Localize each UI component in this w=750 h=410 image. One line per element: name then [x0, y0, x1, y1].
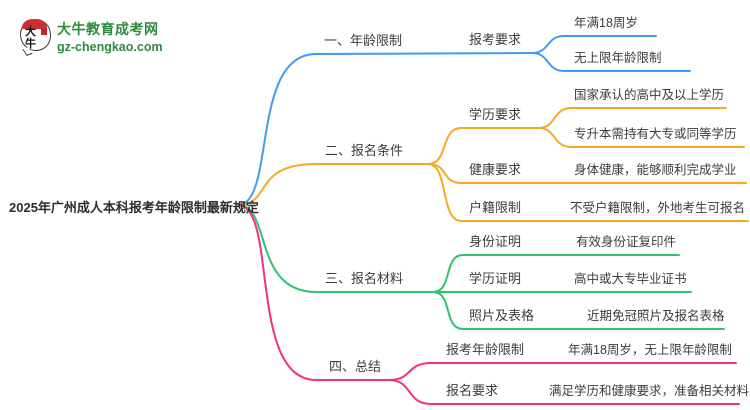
connector-summary-age	[388, 362, 737, 381]
connector-education-requirement	[427, 127, 540, 165]
leaf-college-diploma-required: 专升本需持有大专或同等学历	[574, 127, 737, 141]
node-photos-and-forms: 照片及表格	[469, 308, 535, 323]
site-url: gz-chengkao.com	[57, 40, 163, 54]
branch-registration-materials: 三、报名材料	[325, 271, 404, 286]
leaf-no-hukou-restriction: 不受户籍限制，外地考生可报名	[570, 201, 746, 215]
connector-leaf-no-upper-limit	[531, 52, 691, 72]
daniu-logo-icon: 大牛	[20, 19, 51, 56]
node-household-registration: 户籍限制	[469, 200, 522, 215]
site-logo[interactable]: 大牛 大牛教育成考网 gz-chengkao.com	[20, 19, 163, 56]
leaf-no-upper-age-limit: 无上限年龄限制	[574, 51, 662, 65]
connector-identity-proof	[432, 254, 680, 293]
connector-leaf-college-diploma	[538, 127, 745, 148]
leaf-good-health: 身体健康，能够顺利完成学业	[574, 163, 737, 177]
logo-badge-text: 大牛	[25, 26, 36, 50]
connector-household-registration	[427, 163, 749, 222]
leaf-recent-photos-and-forms: 近期免冠照片及报名表格	[587, 309, 725, 323]
connector-branch-materials	[237, 204, 692, 293]
site-name: 大牛教育成考网	[57, 21, 159, 37]
branch-registration-conditions: 二、报名条件	[325, 143, 404, 158]
connector-leaf-min-age	[531, 35, 657, 54]
leaf-min-age-18: 年满18周岁	[574, 16, 638, 30]
node-education-requirement: 学历要求	[469, 107, 522, 122]
connector-summary-requirements	[388, 379, 740, 405]
connector-branch-conditions	[237, 163, 429, 206]
node-application-requirement: 报考要求	[469, 32, 522, 47]
node-registration-requirement-summary: 报名要求	[446, 383, 499, 398]
branch-age-limit: 一、年龄限制	[324, 33, 403, 48]
logo-red-arc	[22, 19, 47, 29]
connector-branch-age-limit	[237, 52, 533, 206]
branch-summary: 四、总结	[329, 359, 382, 374]
leaf-recognized-high-school-or-above: 国家承认的高中及以上学历	[574, 88, 725, 102]
leaf-requirements-summary: 满足学历和健康要求，准备相关材料	[549, 384, 750, 398]
leaf-id-copy: 有效身份证复印件	[576, 235, 677, 249]
connector-photos-forms	[432, 291, 725, 330]
node-identity-proof: 身份证明	[469, 234, 522, 249]
logo-text-block: 大牛教育成考网 gz-chengkao.com	[57, 19, 163, 54]
logo-red-seal	[41, 28, 47, 35]
leaf-diploma-certificate: 高中或大专毕业证书	[574, 272, 687, 286]
node-age-limit-summary: 报考年龄限制	[446, 342, 525, 357]
node-health-requirement: 健康要求	[469, 162, 522, 177]
leaf-age-summary: 年满18周岁，无上限年龄限制	[568, 343, 732, 357]
node-education-proof: 学历证明	[469, 271, 522, 286]
root-topic: 2025年广州成人本科报考年龄限制最新规定	[9, 200, 259, 215]
connector-branch-summary	[237, 204, 390, 381]
connector-leaf-high-school	[538, 107, 727, 129]
